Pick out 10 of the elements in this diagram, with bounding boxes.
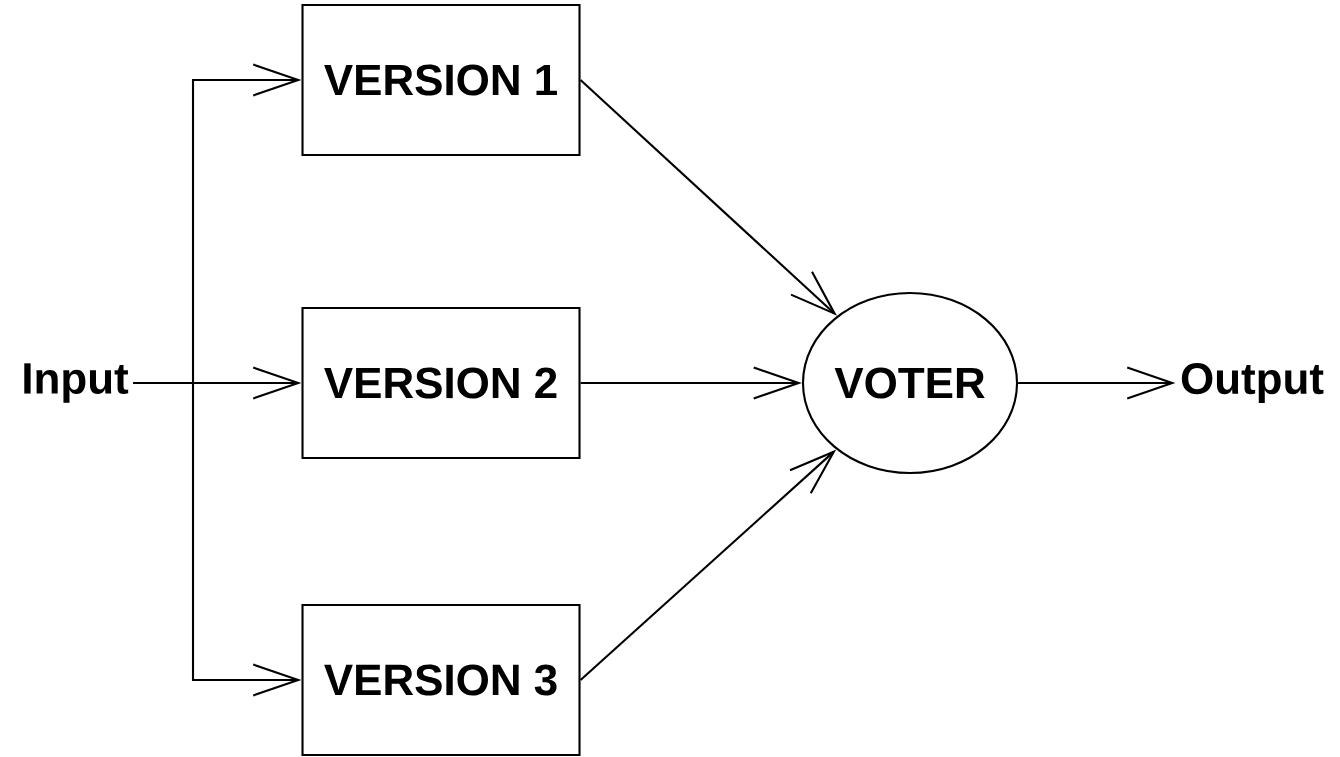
arrow	[580, 366, 802, 400]
process-box: VERSION 2	[301, 306, 581, 460]
process-box: VERSION 1	[301, 3, 581, 157]
process-box: VERSION 3	[301, 603, 581, 757]
label-text: Output	[1181, 363, 1324, 403]
label-text: Input	[24, 363, 129, 403]
arrow	[133, 381, 302, 697]
arrow	[579, 79, 837, 316]
arrow	[1018, 366, 1176, 400]
arrow	[579, 449, 837, 681]
